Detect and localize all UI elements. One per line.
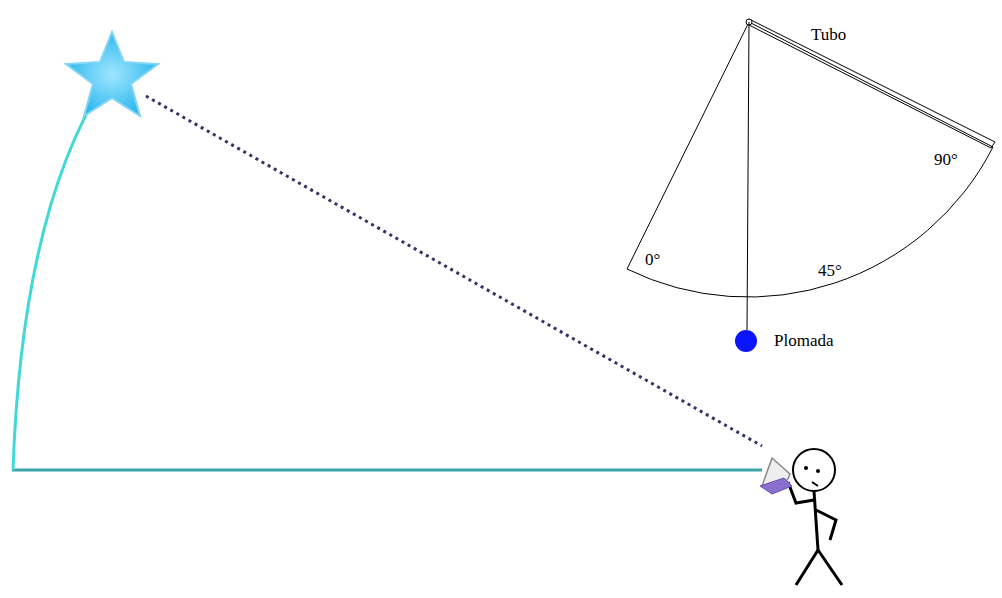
plumb-label: Plomada [774, 332, 834, 349]
tube-edge [749, 19, 995, 142]
star [66, 32, 158, 116]
quadrant-outline [627, 22, 993, 297]
angle-label: 90° [934, 151, 958, 168]
plumb-bob [735, 330, 757, 352]
hand-quadrant [760, 458, 792, 494]
tube-label: Tubo [811, 26, 846, 43]
angle-label: 0° [645, 251, 660, 268]
tube-end [991, 142, 995, 148]
plumb-line [747, 22, 749, 330]
angle-label: 45° [818, 262, 842, 279]
altitude-arc [13, 80, 106, 470]
tube-edge [747, 24, 991, 148]
observer [788, 449, 842, 585]
horizon-line [12, 469, 762, 472]
